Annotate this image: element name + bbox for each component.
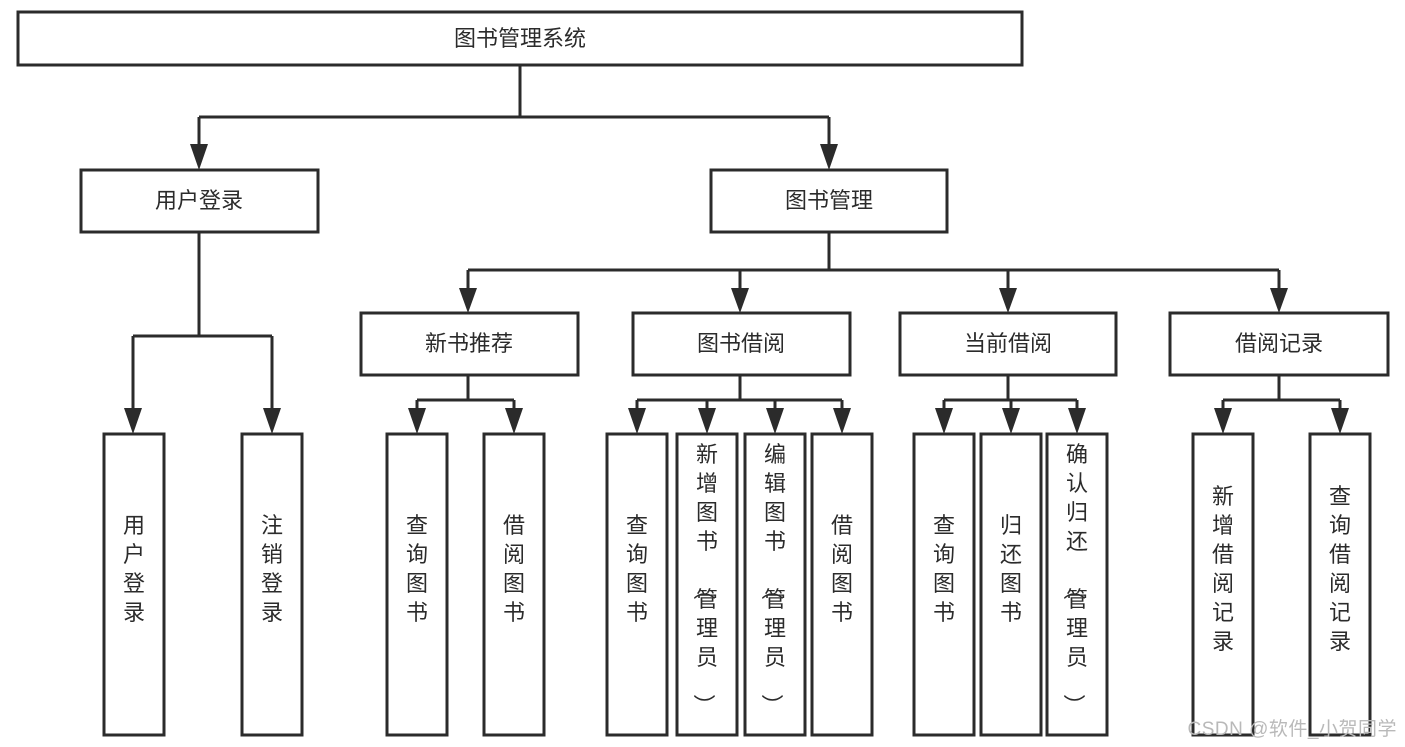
node-leaf-edit-book-admin-label: 编辑图书（管理员） <box>759 442 786 716</box>
node-leaf-user-login-label: 用户登录 <box>123 513 145 625</box>
connector-currentborrow-to-leaves <box>935 375 1086 434</box>
node-book-management[interactable]: 图书管理 <box>709 168 949 234</box>
node-leaf-add-book-admin-label: 新增图书（管理员） <box>691 442 718 716</box>
node-leaf-logout[interactable]: 注销登录 <box>240 432 304 737</box>
node-borrow-record-label: 借阅记录 <box>1235 331 1323 356</box>
node-user-login[interactable]: 用户登录 <box>79 168 320 234</box>
node-new-book-recommend-label: 新书推荐 <box>425 331 513 356</box>
node-new-book-recommend[interactable]: 新书推荐 <box>359 311 580 377</box>
node-leaf-borrow-book-1[interactable]: 借阅图书 <box>482 432 546 737</box>
node-leaf-edit-book-admin[interactable]: 编辑图书（管理员） <box>743 432 807 737</box>
node-leaf-query-book-3[interactable]: 查询图书 <box>912 432 976 737</box>
node-leaf-query-book-2-label: 查询图书 <box>626 513 648 625</box>
node-leaf-borrow-book-1-label: 借阅图书 <box>503 513 525 625</box>
connector-bookborrow-to-leaves <box>628 375 851 434</box>
node-leaf-add-book-admin[interactable]: 新增图书（管理员） <box>675 432 739 737</box>
node-leaf-query-borrow-record-label: 查询借阅记录 <box>1329 484 1351 654</box>
node-leaf-return-book[interactable]: 归还图书 <box>979 432 1043 737</box>
node-leaf-return-book-label: 归还图书 <box>1000 513 1022 625</box>
node-leaf-add-borrow-record-label: 新增借阅记录 <box>1212 484 1234 654</box>
node-leaf-query-borrow-record[interactable]: 查询借阅记录 <box>1308 432 1372 737</box>
node-leaf-borrow-book-2-label: 借阅图书 <box>831 513 853 625</box>
node-root-label: 图书管理系统 <box>454 26 586 51</box>
node-root[interactable]: 图书管理系统 <box>16 10 1024 67</box>
node-current-borrow[interactable]: 当前借阅 <box>898 311 1118 377</box>
connector-newbook-to-leaves <box>408 375 523 434</box>
node-borrow-record[interactable]: 借阅记录 <box>1168 311 1390 377</box>
node-book-borrow[interactable]: 图书借阅 <box>631 311 852 377</box>
node-leaf-confirm-return-admin[interactable]: 确认归还（管理员） <box>1045 432 1109 737</box>
node-leaf-query-book-1-label: 查询图书 <box>406 513 428 625</box>
node-leaf-confirm-return-admin-label: 确认归还（管理员） <box>1061 442 1088 716</box>
node-book-borrow-label: 图书借阅 <box>697 331 785 356</box>
node-leaf-user-login[interactable]: 用户登录 <box>102 432 166 737</box>
node-book-management-label: 图书管理 <box>785 188 873 213</box>
node-leaf-query-book-1[interactable]: 查询图书 <box>385 432 449 737</box>
node-leaf-logout-label: 注销登录 <box>261 513 283 625</box>
connector-root-to-level1 <box>190 65 838 170</box>
node-leaf-query-book-2[interactable]: 查询图书 <box>605 432 669 737</box>
connector-borrowrecord-to-leaves <box>1214 375 1349 434</box>
node-current-borrow-label: 当前借阅 <box>964 331 1052 356</box>
node-leaf-query-book-3-label: 查询图书 <box>933 513 955 625</box>
node-leaf-borrow-book-2[interactable]: 借阅图书 <box>810 432 874 737</box>
node-leaf-add-borrow-record[interactable]: 新增借阅记录 <box>1191 432 1255 737</box>
node-user-login-label: 用户登录 <box>155 188 243 213</box>
connector-userlogin-to-leaves <box>124 232 281 434</box>
connector-bookmgmt-to-level2 <box>459 232 1288 313</box>
